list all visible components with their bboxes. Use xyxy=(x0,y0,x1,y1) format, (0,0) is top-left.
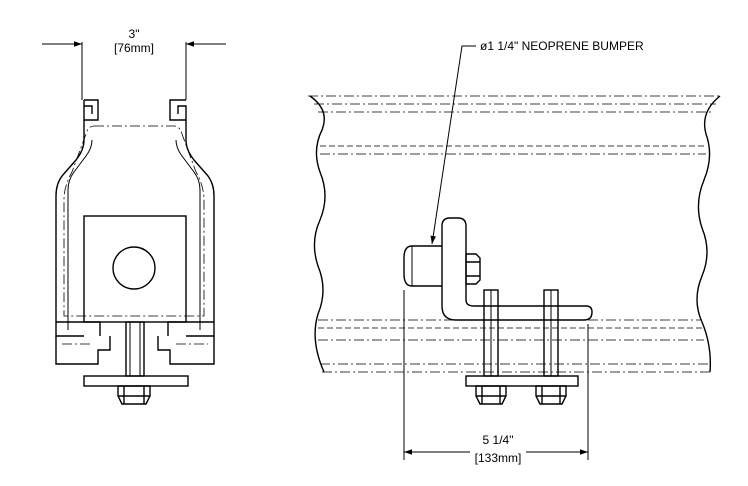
side-view-length-inches: 5 1/4" xyxy=(483,433,514,447)
side-hex-nut-right xyxy=(535,385,567,405)
side-hex-nut-left xyxy=(475,385,507,405)
side-base-plate xyxy=(465,375,579,387)
end-view-width-mm: [76mm] xyxy=(114,41,154,55)
channel-bottom-lips xyxy=(55,321,215,365)
mounting-block xyxy=(83,215,187,323)
channel-inner-profile xyxy=(63,125,205,317)
bumper-callout-label: ø1 1/4" NEOPRENE BUMPER xyxy=(480,39,644,53)
neoprene-bumper xyxy=(403,245,442,287)
end-view-width-inches: 3" xyxy=(129,27,140,41)
break-line-left xyxy=(309,95,326,373)
base-plate xyxy=(83,375,189,387)
channel-inner-wall xyxy=(67,139,201,330)
channel-outer-profile xyxy=(83,99,187,121)
bumper-leader-line xyxy=(430,45,476,245)
channel-body xyxy=(55,120,215,337)
side-view-length-mm: [133mm] xyxy=(475,451,522,465)
hex-nut xyxy=(117,385,151,405)
side-view: 5 1/4" [133mm] ø1 1/4" NEOPRENE BUMPER xyxy=(308,39,721,465)
l-bracket xyxy=(441,217,593,321)
bracket-bolt-head xyxy=(465,253,481,285)
break-line-right xyxy=(696,95,721,373)
bumper-end-view xyxy=(112,246,156,290)
end-view: 3" [76mm] xyxy=(42,27,226,405)
bolt-shaft xyxy=(125,321,145,377)
